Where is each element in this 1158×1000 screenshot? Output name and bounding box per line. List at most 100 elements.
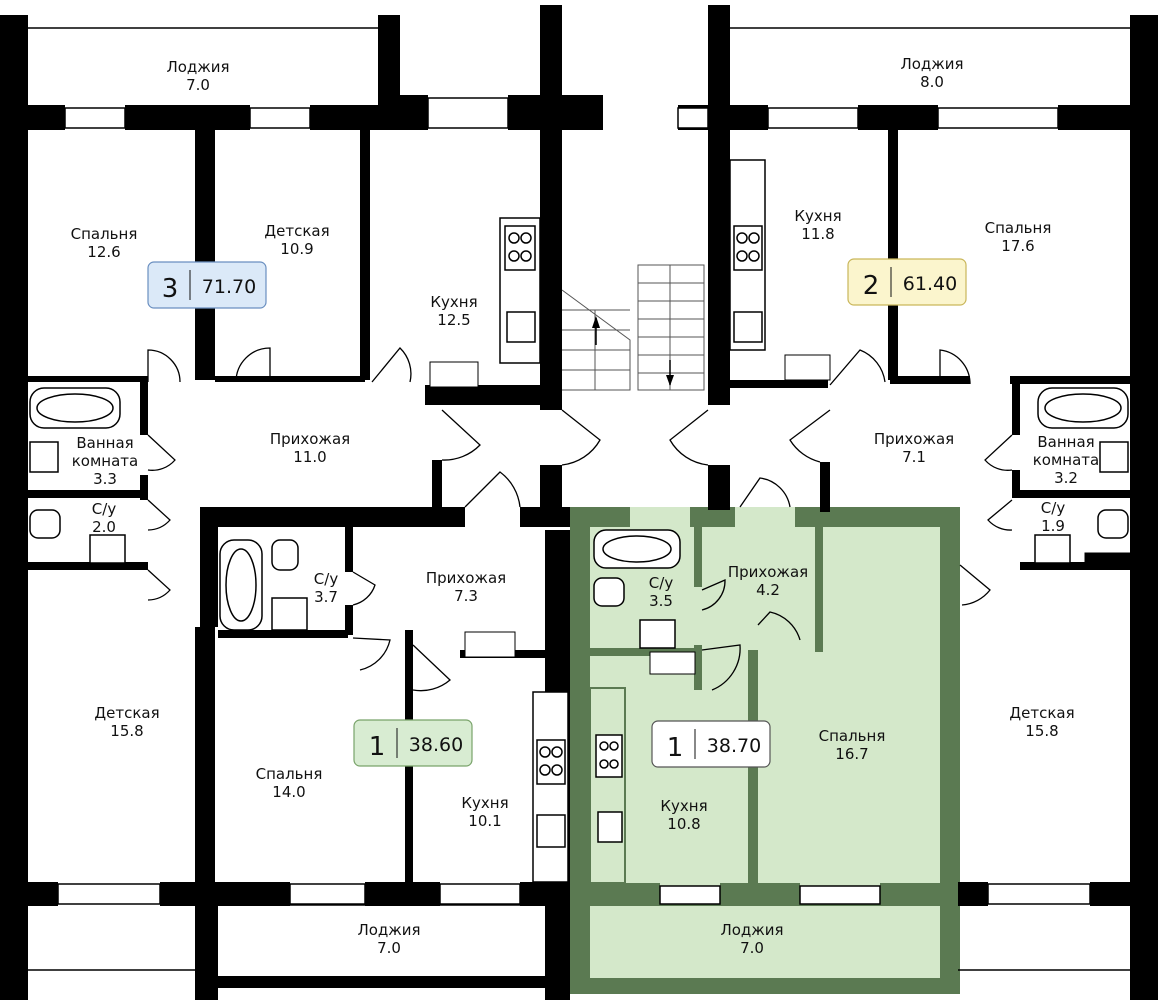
toilet-icon — [271, 539, 299, 571]
svg-text:11.8: 11.8 — [801, 225, 834, 243]
apartment-area: 61.40 — [903, 273, 957, 295]
walls — [0, 5, 1158, 1000]
svg-text:Ванная: Ванная — [76, 434, 133, 452]
apartment-number: 2 — [863, 271, 880, 301]
svg-text:Лоджия: Лоджия — [166, 58, 229, 76]
svg-text:Кухня: Кухня — [660, 797, 707, 815]
toilet-icon — [1097, 509, 1129, 539]
vent-shaft-icon — [784, 354, 831, 381]
svg-text:1.9: 1.9 — [1041, 517, 1065, 535]
sink-icon — [29, 441, 59, 473]
apartment-badge-3[interactable]: 3 71.70 — [147, 261, 267, 309]
svg-text:17.6: 17.6 — [1001, 237, 1034, 255]
svg-text:С/у: С/у — [92, 500, 117, 518]
apartment-1b-highlight[interactable] — [570, 507, 960, 994]
apartment-badge-1a[interactable]: 1 38.60 — [353, 719, 473, 767]
svg-text:12.5: 12.5 — [437, 311, 470, 329]
svg-text:3.5: 3.5 — [649, 592, 673, 610]
kitchen-sink-icon — [506, 311, 536, 343]
stove-icon — [733, 225, 763, 271]
room-r1a-wc: С/у3.7 — [314, 570, 339, 606]
stove-icon — [595, 734, 623, 778]
svg-text:16.7: 16.7 — [835, 745, 868, 763]
toilet-icon — [29, 509, 61, 539]
svg-text:Прихожая: Прихожая — [728, 563, 808, 581]
toilet-icon — [593, 577, 625, 607]
apartment-area: 38.60 — [409, 734, 463, 756]
svg-text:С/у: С/у — [649, 574, 674, 592]
sink-icon — [639, 619, 676, 649]
svg-text:комната: комната — [72, 452, 138, 470]
doors — [147, 347, 1013, 692]
apartment-badge-2[interactable]: 2 61.40 — [847, 258, 967, 306]
svg-text:Лоджия: Лоджия — [357, 921, 420, 939]
kitchen-sink-icon — [536, 814, 566, 848]
svg-text:Кухня: Кухня — [461, 794, 508, 812]
svg-text:Лоджия: Лоджия — [720, 921, 783, 939]
apartment-area: 38.70 — [707, 735, 761, 757]
bathtub-icon — [1037, 387, 1129, 429]
svg-text:10.1: 10.1 — [468, 812, 501, 830]
svg-text:7.0: 7.0 — [377, 939, 401, 957]
svg-text:7.3: 7.3 — [454, 587, 478, 605]
apartment-badge-1b[interactable]: 1 38.70 — [651, 720, 771, 768]
apartment-number: 3 — [162, 274, 179, 304]
apartment-number: 1 — [369, 732, 386, 762]
svg-text:Прихожая: Прихожая — [874, 430, 954, 448]
svg-text:Спальня: Спальня — [256, 765, 323, 783]
svg-text:Кухня: Кухня — [794, 207, 841, 225]
svg-text:14.0: 14.0 — [272, 783, 305, 801]
svg-text:4.2: 4.2 — [756, 581, 780, 599]
svg-text:11.0: 11.0 — [293, 448, 326, 466]
vent-shaft-icon — [649, 651, 696, 675]
svg-text:Спальня: Спальня — [71, 225, 138, 243]
svg-text:Прихожая: Прихожая — [270, 430, 350, 448]
room-r3-wc: С/у2.0 — [92, 500, 117, 536]
vent-shaft-icon — [429, 361, 479, 388]
svg-text:Детская: Детская — [264, 222, 329, 240]
sink-icon — [271, 597, 308, 631]
svg-text:комната: комната — [1033, 451, 1099, 469]
svg-text:12.6: 12.6 — [87, 243, 120, 261]
svg-text:10.9: 10.9 — [280, 240, 313, 258]
svg-text:7.0: 7.0 — [740, 939, 764, 957]
bathtub-icon — [219, 539, 263, 631]
vent-shaft-icon — [464, 631, 516, 658]
svg-text:Спальня: Спальня — [985, 219, 1052, 237]
kitchen-sink-icon — [597, 811, 623, 843]
svg-text:10.8: 10.8 — [667, 815, 700, 833]
svg-text:3.2: 3.2 — [1054, 469, 1078, 487]
svg-text:8.0: 8.0 — [920, 73, 944, 91]
sink-icon — [1034, 534, 1071, 564]
apartment-number: 1 — [667, 733, 684, 763]
svg-text:Детская: Детская — [94, 704, 159, 722]
room-r1b-wc: С/у3.5 — [649, 574, 674, 610]
svg-text:Детская: Детская — [1009, 704, 1074, 722]
kitchen-counter-icon — [532, 691, 569, 883]
thin-lines — [28, 27, 1130, 971]
svg-text:2.0: 2.0 — [92, 518, 116, 536]
svg-text:7.0: 7.0 — [186, 76, 210, 94]
kitchen-sink-icon — [733, 311, 763, 343]
svg-text:3.7: 3.7 — [314, 588, 338, 606]
room-r2-wc: С/у1.9 — [1041, 499, 1066, 535]
